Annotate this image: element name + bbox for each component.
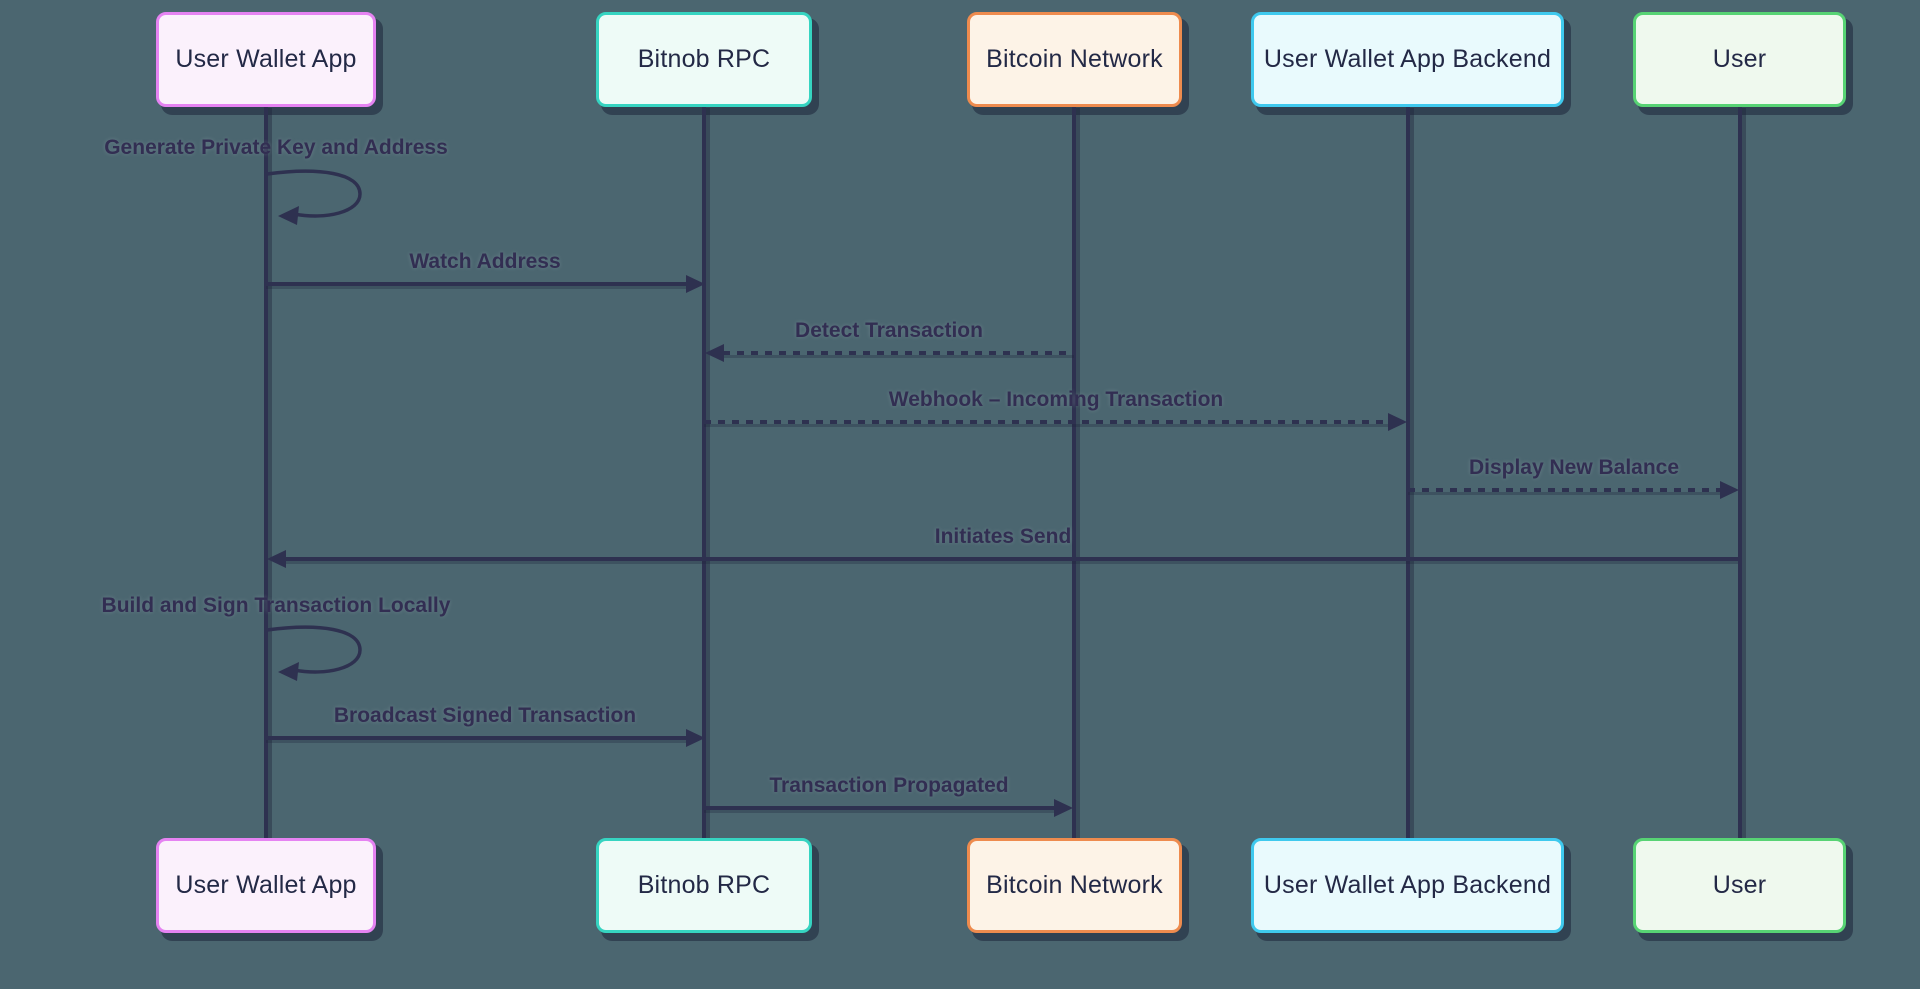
arrowhead-right-icon [1388,413,1407,431]
self-loop-arrow-generate-key [266,169,362,225]
message-arrow-display-new-balance [1408,488,1720,492]
lifeline-user-wallet-app-backend [1406,107,1410,838]
message-label-detect-transaction: Detect Transaction [795,319,983,342]
actor-label: Bitnob RPC [637,45,771,73]
actor-label: User Wallet App [175,45,357,73]
message-arrow-broadcast-signed [266,736,690,740]
arrowhead-right-icon [1720,481,1739,499]
actor-box-top-user: User [1633,12,1846,107]
message-label-watch-address: Watch Address [409,250,561,273]
arrowhead-left-icon [267,550,286,568]
arrowhead-left-icon [705,344,724,362]
actor-box-top-bitcoin-network: Bitcoin Network [967,12,1182,107]
message-arrow-detect-transaction [723,351,1074,355]
actor-box-top-user-wallet-app-backend: User Wallet App Backend [1251,12,1564,107]
actor-box-bottom-user-wallet-app: User Wallet App [156,838,376,933]
lifeline-bitnob-rpc [702,107,706,838]
message-label-build-sign: Build and Sign Transaction Locally [101,594,451,617]
message-arrow-initiates-send [285,557,1738,561]
self-loop-arrow-build-sign [266,625,362,681]
lifeline-bitcoin-network [1072,107,1076,838]
lifeline-user-wallet-app [264,107,268,838]
message-label-initiates-send: Initiates Send [934,525,1072,548]
actor-box-bottom-bitnob-rpc: Bitnob RPC [596,838,812,933]
actor-box-bottom-user: User [1633,838,1846,933]
actor-label: Bitnob RPC [637,871,771,899]
arrowhead-right-icon [686,275,705,293]
message-label-transaction-propagated: Transaction Propagated [769,774,1009,797]
message-arrow-transaction-propagated [704,806,1058,810]
message-arrow-watch-address [266,282,690,286]
actor-label: User [1712,45,1767,73]
actor-label: User Wallet App [175,871,357,899]
actor-label: Bitcoin Network [986,871,1163,899]
actor-box-bottom-bitcoin-network: Bitcoin Network [967,838,1182,933]
lifeline-user [1738,107,1742,838]
actor-label: User Wallet App Backend [1263,45,1552,73]
message-label-display-new-balance: Display New Balance [1468,456,1680,479]
actor-box-bottom-user-wallet-app-backend: User Wallet App Backend [1251,838,1564,933]
actor-label: User [1712,871,1767,899]
actor-box-top-bitnob-rpc: Bitnob RPC [596,12,812,107]
arrowhead-right-icon [686,729,705,747]
actor-label: User Wallet App Backend [1263,871,1552,899]
message-label-webhook-incoming: Webhook – Incoming Transaction [888,388,1224,411]
message-label-generate-key: Generate Private Key and Address [104,136,448,159]
message-label-broadcast-signed: Broadcast Signed Transaction [333,704,637,727]
actor-label: Bitcoin Network [986,45,1163,73]
message-arrow-webhook-incoming [704,420,1388,424]
actor-box-top-user-wallet-app: User Wallet App [156,12,376,107]
arrowhead-right-icon [1054,799,1073,817]
